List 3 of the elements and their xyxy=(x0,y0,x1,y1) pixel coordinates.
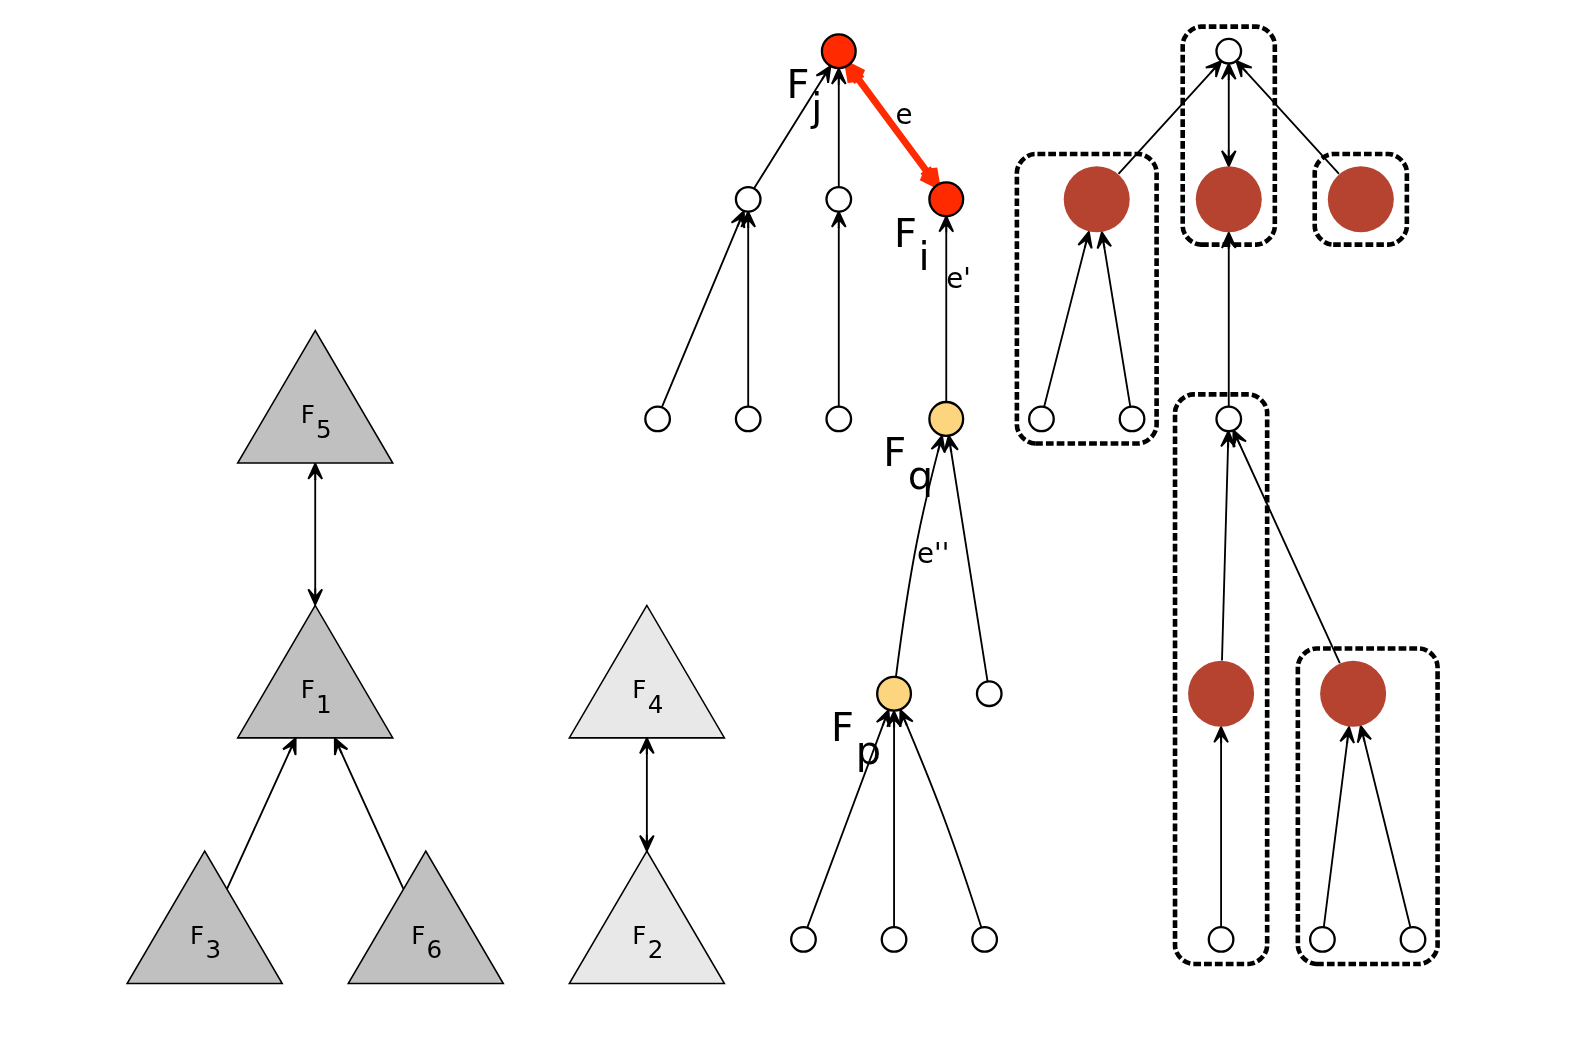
edge-label: e'' xyxy=(916,537,949,571)
edge-label: e xyxy=(895,97,913,131)
edge-label: e' xyxy=(945,262,971,296)
